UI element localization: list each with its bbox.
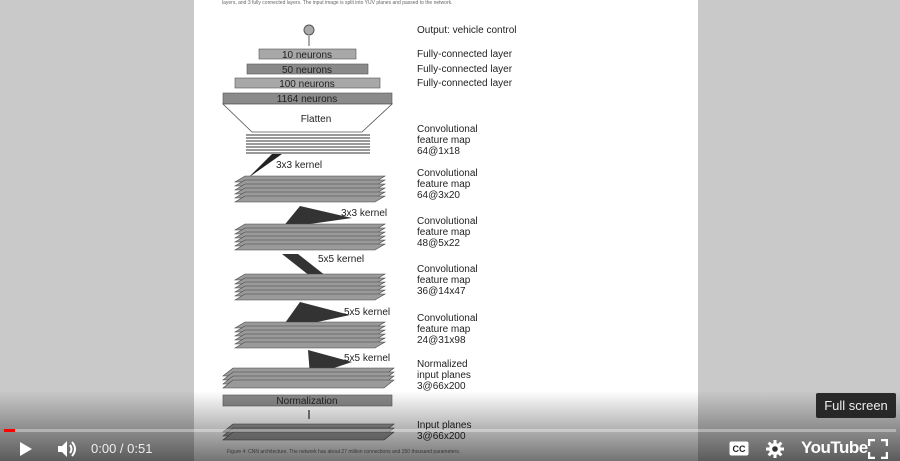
fc-layer-100-label: 100 neurons — [279, 79, 335, 90]
normalized-input-planes — [222, 367, 395, 389]
conv-feature-map-24x31x98 — [234, 321, 386, 349]
fullscreen-button[interactable] — [866, 436, 890, 461]
fullscreen-icon — [868, 438, 888, 459]
flatten-label: Flatten — [301, 114, 332, 125]
normalization-label: Normalization — [276, 396, 337, 407]
settings-button[interactable] — [764, 436, 786, 461]
label-conv3-line3: 48@5x22 — [417, 238, 460, 249]
label-conv4-line2: feature map — [417, 179, 471, 190]
output-node — [303, 24, 315, 36]
label-fc3: Fully-connected layer — [417, 78, 513, 89]
kernel-label-3: 5x5 kernel — [318, 254, 364, 265]
cc-icon: CC — [729, 441, 749, 456]
label-conv1-line3: 24@31x98 — [417, 335, 466, 346]
label-conv2-line1: Convolutional — [417, 264, 478, 275]
label-fc1: Fully-connected layer — [417, 49, 513, 60]
youtube-logo[interactable]: YouTube — [801, 438, 868, 457]
kernel-label-5: 5x5 kernel — [344, 353, 390, 364]
conv-feature-map-36x14x47 — [234, 273, 386, 301]
kernel-label-4: 5x5 kernel — [344, 307, 390, 318]
fc-layer-50-label: 50 neurons — [282, 65, 332, 76]
label-conv5-line2: feature map — [417, 135, 471, 146]
conv-feature-map-64x3x20 — [234, 175, 386, 203]
progress-played — [4, 429, 15, 432]
fullscreen-tooltip: Full screen — [816, 393, 896, 418]
flatten-layer-label: 1164 neurons — [277, 94, 337, 105]
label-conv3-line1: Convolutional — [417, 216, 478, 227]
caption-top: layers, and 3 fully connected layers. Th… — [222, 0, 453, 6]
label-conv4-line3: 64@3x20 — [417, 190, 460, 201]
conv-feature-map-48x5x22 — [234, 223, 386, 251]
kernel-label-2: 3x3 kernel — [341, 208, 387, 219]
fc-layer-10 — [258, 48, 357, 60]
kernel-label-1: 3x3 kernel — [276, 160, 322, 171]
label-norm-line3: 3@66x200 — [417, 381, 466, 392]
label-conv5-line3: 64@1x18 — [417, 146, 460, 157]
label-conv1-line1: Convolutional — [417, 313, 478, 324]
conv-feature-map-64x1x18 — [246, 134, 370, 154]
gear-icon — [766, 439, 784, 458]
label-output: Output: vehicle control — [417, 25, 517, 36]
fc-layer-50 — [246, 63, 369, 75]
label-conv2-line2: feature map — [417, 275, 471, 286]
svg-text:CC: CC — [733, 444, 746, 454]
progress-bar[interactable] — [4, 429, 896, 432]
label-conv3-line2: feature map — [417, 227, 471, 238]
flatten-block — [222, 103, 394, 133]
volume-button[interactable] — [55, 436, 81, 461]
label-norm-line2: input planes — [417, 370, 471, 381]
label-conv4-line1: Convolutional — [417, 168, 478, 179]
label-norm-line1: Normalized — [417, 359, 468, 370]
label-conv1-line2: feature map — [417, 324, 471, 335]
captions-button[interactable]: CC — [728, 436, 750, 461]
play-button[interactable] — [14, 436, 38, 461]
fc-layer-10-label: 10 neurons — [282, 50, 332, 61]
time-display: 0:00 / 0:51 — [91, 441, 153, 456]
play-icon — [20, 441, 32, 456]
fc-layer-100 — [234, 77, 381, 89]
label-conv2-line3: 36@14x47 — [417, 286, 466, 297]
label-conv5-line1: Convolutional — [417, 124, 478, 135]
label-fc2: Fully-connected layer — [417, 64, 513, 75]
player-controls: 0:00 / 0:51 CC YouTube — [0, 436, 900, 461]
volume-icon — [58, 440, 76, 457]
